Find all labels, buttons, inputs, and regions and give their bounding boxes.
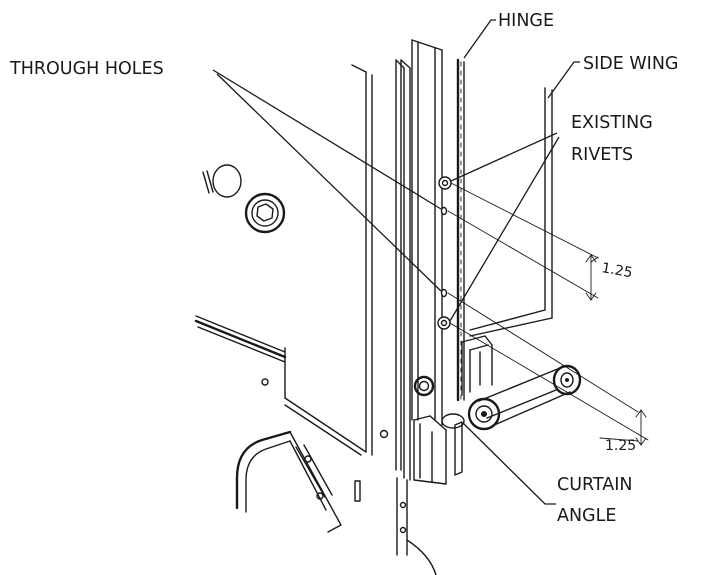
through-hole-upper — [440, 206, 448, 216]
main-frame — [351, 39, 443, 575]
hinge-leader — [463, 19, 496, 59]
side-wing-leader — [547, 61, 580, 99]
left-panel-details — [202, 164, 286, 234]
dimension-lines — [447, 182, 649, 446]
label-existing-rivets-line1: EXISTING — [571, 113, 653, 133]
dimension-lower: 1.25 — [605, 438, 636, 454]
existing-rivet-upper — [438, 176, 452, 190]
label-curtain-angle-line2: ANGLE — [557, 506, 616, 526]
through-holes-leader-upper — [212, 69, 442, 210]
through-holes-leader-lower — [216, 73, 442, 292]
dimension-upper: 1.25 — [600, 260, 633, 281]
leader-lines — [212, 19, 580, 505]
label-through-holes: THROUGH HOLES — [9, 59, 164, 79]
through-hole-lower — [440, 288, 448, 298]
existing-rivet-lower — [437, 316, 451, 330]
side-wing — [469, 87, 553, 337]
rivets-and-holes — [437, 176, 452, 330]
existing-rivets-leader-lower — [449, 136, 560, 322]
label-side-wing: SIDE WING — [583, 54, 678, 74]
curtain-angle-leader — [462, 422, 556, 505]
label-existing-rivets-line2: RIVETS — [571, 145, 633, 165]
existing-rivets-leader-upper — [450, 132, 558, 182]
curtain-angle-assembly — [413, 335, 582, 485]
bottom-left-bracket — [235, 430, 361, 533]
label-hinge: HINGE — [498, 11, 554, 31]
lower-left-rail — [194, 315, 367, 456]
hinge — [456, 58, 465, 402]
label-curtain-angle-line1: CURTAIN — [557, 475, 632, 495]
